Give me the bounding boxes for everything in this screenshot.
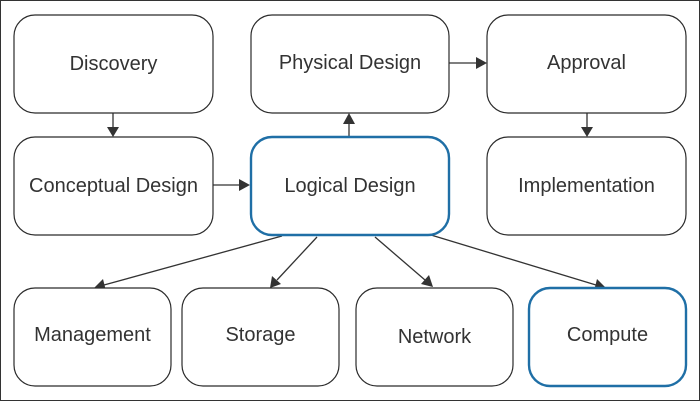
arrowhead-physical-to-approval [476, 57, 487, 69]
node-conceptual-design-box [13, 136, 214, 236]
node-network-label: Network [398, 326, 472, 348]
node-implementation: Implementation [486, 136, 687, 236]
node-physical-design-label: Physical Design [279, 52, 421, 74]
edge-logical-to-network [374, 236, 426, 281]
arrowhead-discovery-to-conceptual [107, 127, 119, 137]
arrowhead-approval-to-implementation [581, 127, 593, 137]
edge-logical-to-compute [430, 234, 597, 286]
arrowhead-logical-to-network [421, 275, 433, 287]
edge-logical-to-storage [276, 236, 318, 281]
node-approval-label: Approval [547, 52, 626, 74]
node-compute-box [527, 286, 688, 388]
node-physical-design-box [250, 14, 450, 114]
node-discovery-label: Discovery [70, 53, 158, 75]
node-management-box [13, 287, 172, 387]
node-network-box [355, 287, 514, 387]
node-storage-label: Storage [225, 324, 295, 346]
node-implementation-label: Implementation [518, 175, 655, 197]
node-management-label: Management [34, 324, 151, 346]
edge-logical-to-management [103, 235, 283, 286]
node-logical-design-box [249, 135, 451, 237]
node-management: Management [13, 287, 172, 387]
node-implementation-box [486, 136, 687, 236]
node-storage-box [181, 287, 340, 387]
node-logical-design-label: Logical Design [284, 175, 415, 197]
node-discovery-box [13, 14, 214, 114]
node-approval: Approval [486, 14, 687, 114]
node-discovery: Discovery [13, 14, 214, 114]
arrowhead-logical-to-storage [270, 276, 281, 288]
node-physical-design: Physical Design [250, 14, 450, 114]
arrowhead-logical-to-physical [343, 113, 355, 124]
node-conceptual-design-label: Conceptual Design [29, 175, 198, 197]
node-logical-design: Logical Design [249, 135, 451, 237]
node-conceptual-design: Conceptual Design [13, 136, 214, 236]
node-network: Network [355, 287, 514, 387]
node-compute: Compute [527, 286, 688, 388]
node-compute-label: Compute [567, 324, 648, 346]
node-approval-box [486, 14, 687, 114]
node-storage: Storage [181, 287, 340, 387]
arrowhead-conceptual-to-logical [239, 179, 250, 191]
